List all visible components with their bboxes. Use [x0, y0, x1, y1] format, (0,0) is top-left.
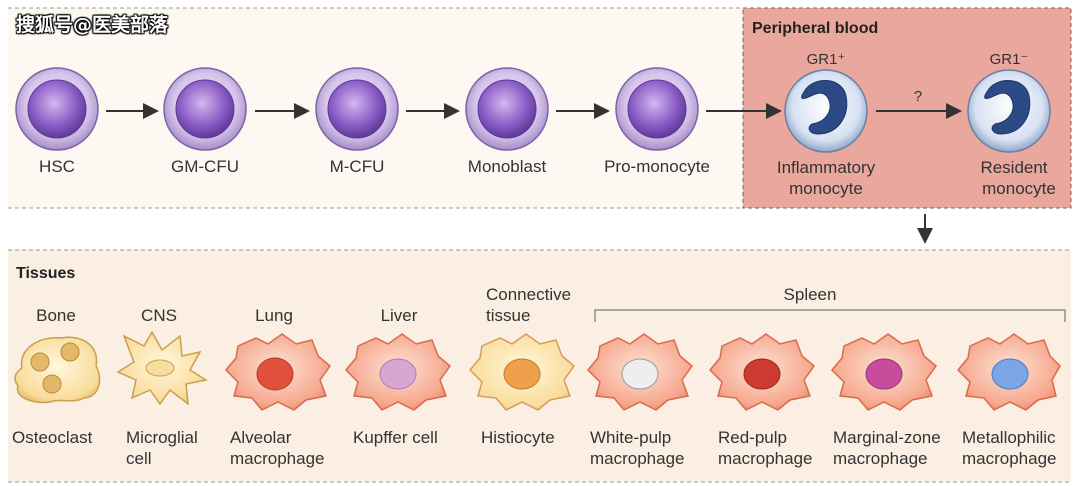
tissue-location-label: CNS — [141, 306, 177, 325]
lineage-cell-pro-monocyte — [615, 67, 699, 151]
alveolar-macrophage-cell — [224, 333, 332, 411]
peripheral-blood-border — [742, 7, 1072, 209]
gr1-negative-label: GR1⁻ — [990, 51, 1029, 68]
lineage-cell-hsc — [15, 67, 99, 151]
cell-nucleus — [477, 79, 537, 139]
watermark: 搜狐号@医美部落 — [16, 14, 169, 36]
cell-nucleus — [42, 374, 62, 394]
lineage-cell-gm-cfu — [163, 67, 247, 151]
cell-nucleus — [984, 80, 1031, 135]
tissue-cell-label: Osteoclast — [12, 428, 93, 447]
histiocyte-cell — [468, 333, 576, 411]
spleen-label: Spleen — [784, 285, 837, 304]
monocyte-label-line1: Inflammatory — [777, 158, 876, 177]
tissue-cell-label-line2: macrophage — [718, 449, 813, 468]
cell-nucleus — [801, 80, 848, 135]
tissue-location-label: Lung — [255, 306, 293, 325]
cell-nucleus — [27, 79, 87, 139]
lineage-label: Pro-monocyte — [604, 157, 710, 176]
tissue-location-label: Liver — [381, 306, 418, 325]
cell-nucleus — [503, 358, 541, 390]
microglial-cell — [116, 330, 208, 406]
tissue-location-label-line2: tissue — [486, 306, 530, 325]
tissue-cell-label: White-pulp — [590, 428, 671, 447]
monocyte-label-line2: monocyte — [982, 179, 1056, 198]
gr1-positive-label: GR1⁺ — [807, 51, 846, 68]
cell-nucleus — [865, 358, 903, 390]
cell-nucleus — [145, 359, 175, 377]
cell-nucleus — [327, 79, 387, 139]
tissue-cell-label: Kupffer cell — [353, 428, 438, 447]
tissue-cell-label-line2: cell — [126, 449, 152, 468]
cell-nucleus — [256, 357, 294, 391]
tissue-cell-label: Marginal-zone — [833, 428, 941, 447]
lineage-label: Monoblast — [468, 157, 547, 176]
cell-nucleus — [175, 79, 235, 139]
cell-nucleus — [30, 352, 50, 372]
tissue-cell-label: Metallophilic — [962, 428, 1056, 447]
tissue-cell-label-line2: macrophage — [230, 449, 325, 468]
cell-nucleus — [627, 79, 687, 139]
lineage-label: M-CFU — [330, 157, 385, 176]
marginal-zone-macrophage-cell — [830, 333, 938, 411]
lineage-cell-monoblast — [465, 67, 549, 151]
metallophilic-macrophage-cell — [956, 333, 1061, 411]
tissue-cell-label: Histiocyte — [481, 428, 555, 447]
cell-nucleus — [743, 358, 781, 390]
transition-question-mark: ? — [914, 88, 922, 105]
cell-nucleus — [379, 358, 417, 390]
red-pulp-macrophage-cell — [708, 333, 816, 411]
lineage-label: HSC — [39, 157, 75, 176]
cell-nucleus — [621, 358, 659, 390]
tissue-cell-label: Microglial — [126, 428, 198, 447]
tissues-title: Tissues — [16, 265, 75, 282]
cell-nucleus — [991, 358, 1029, 390]
spleen-bracket — [594, 309, 1066, 322]
kupffer-cell — [344, 333, 452, 411]
monocyte-label-line2: monocyte — [789, 179, 863, 198]
tissue-location-label: Connective — [486, 285, 571, 304]
osteoclast-cell — [14, 336, 101, 404]
resident-monocyte-cell — [967, 69, 1051, 153]
inflammatory-monocyte-cell — [784, 69, 868, 153]
cell-nucleus — [60, 342, 80, 362]
tissue-cell-label-line2: macrophage — [590, 449, 685, 468]
tissue-location-label: Bone — [36, 306, 76, 325]
tissue-cell-label: Red-pulp — [718, 428, 787, 447]
monocyte-label-line1: Resident — [980, 158, 1047, 177]
tissue-cell-label-line2: macrophage — [833, 449, 928, 468]
lineage-cell-m-cfu — [315, 67, 399, 151]
lineage-label: GM-CFU — [171, 157, 239, 176]
tissue-cell-label: Alveolar — [230, 428, 292, 447]
tissue-cell-label-line2: macrophage — [962, 449, 1057, 468]
white-pulp-macrophage-cell — [586, 333, 694, 411]
peripheral-blood-title: Peripheral blood — [752, 20, 878, 37]
